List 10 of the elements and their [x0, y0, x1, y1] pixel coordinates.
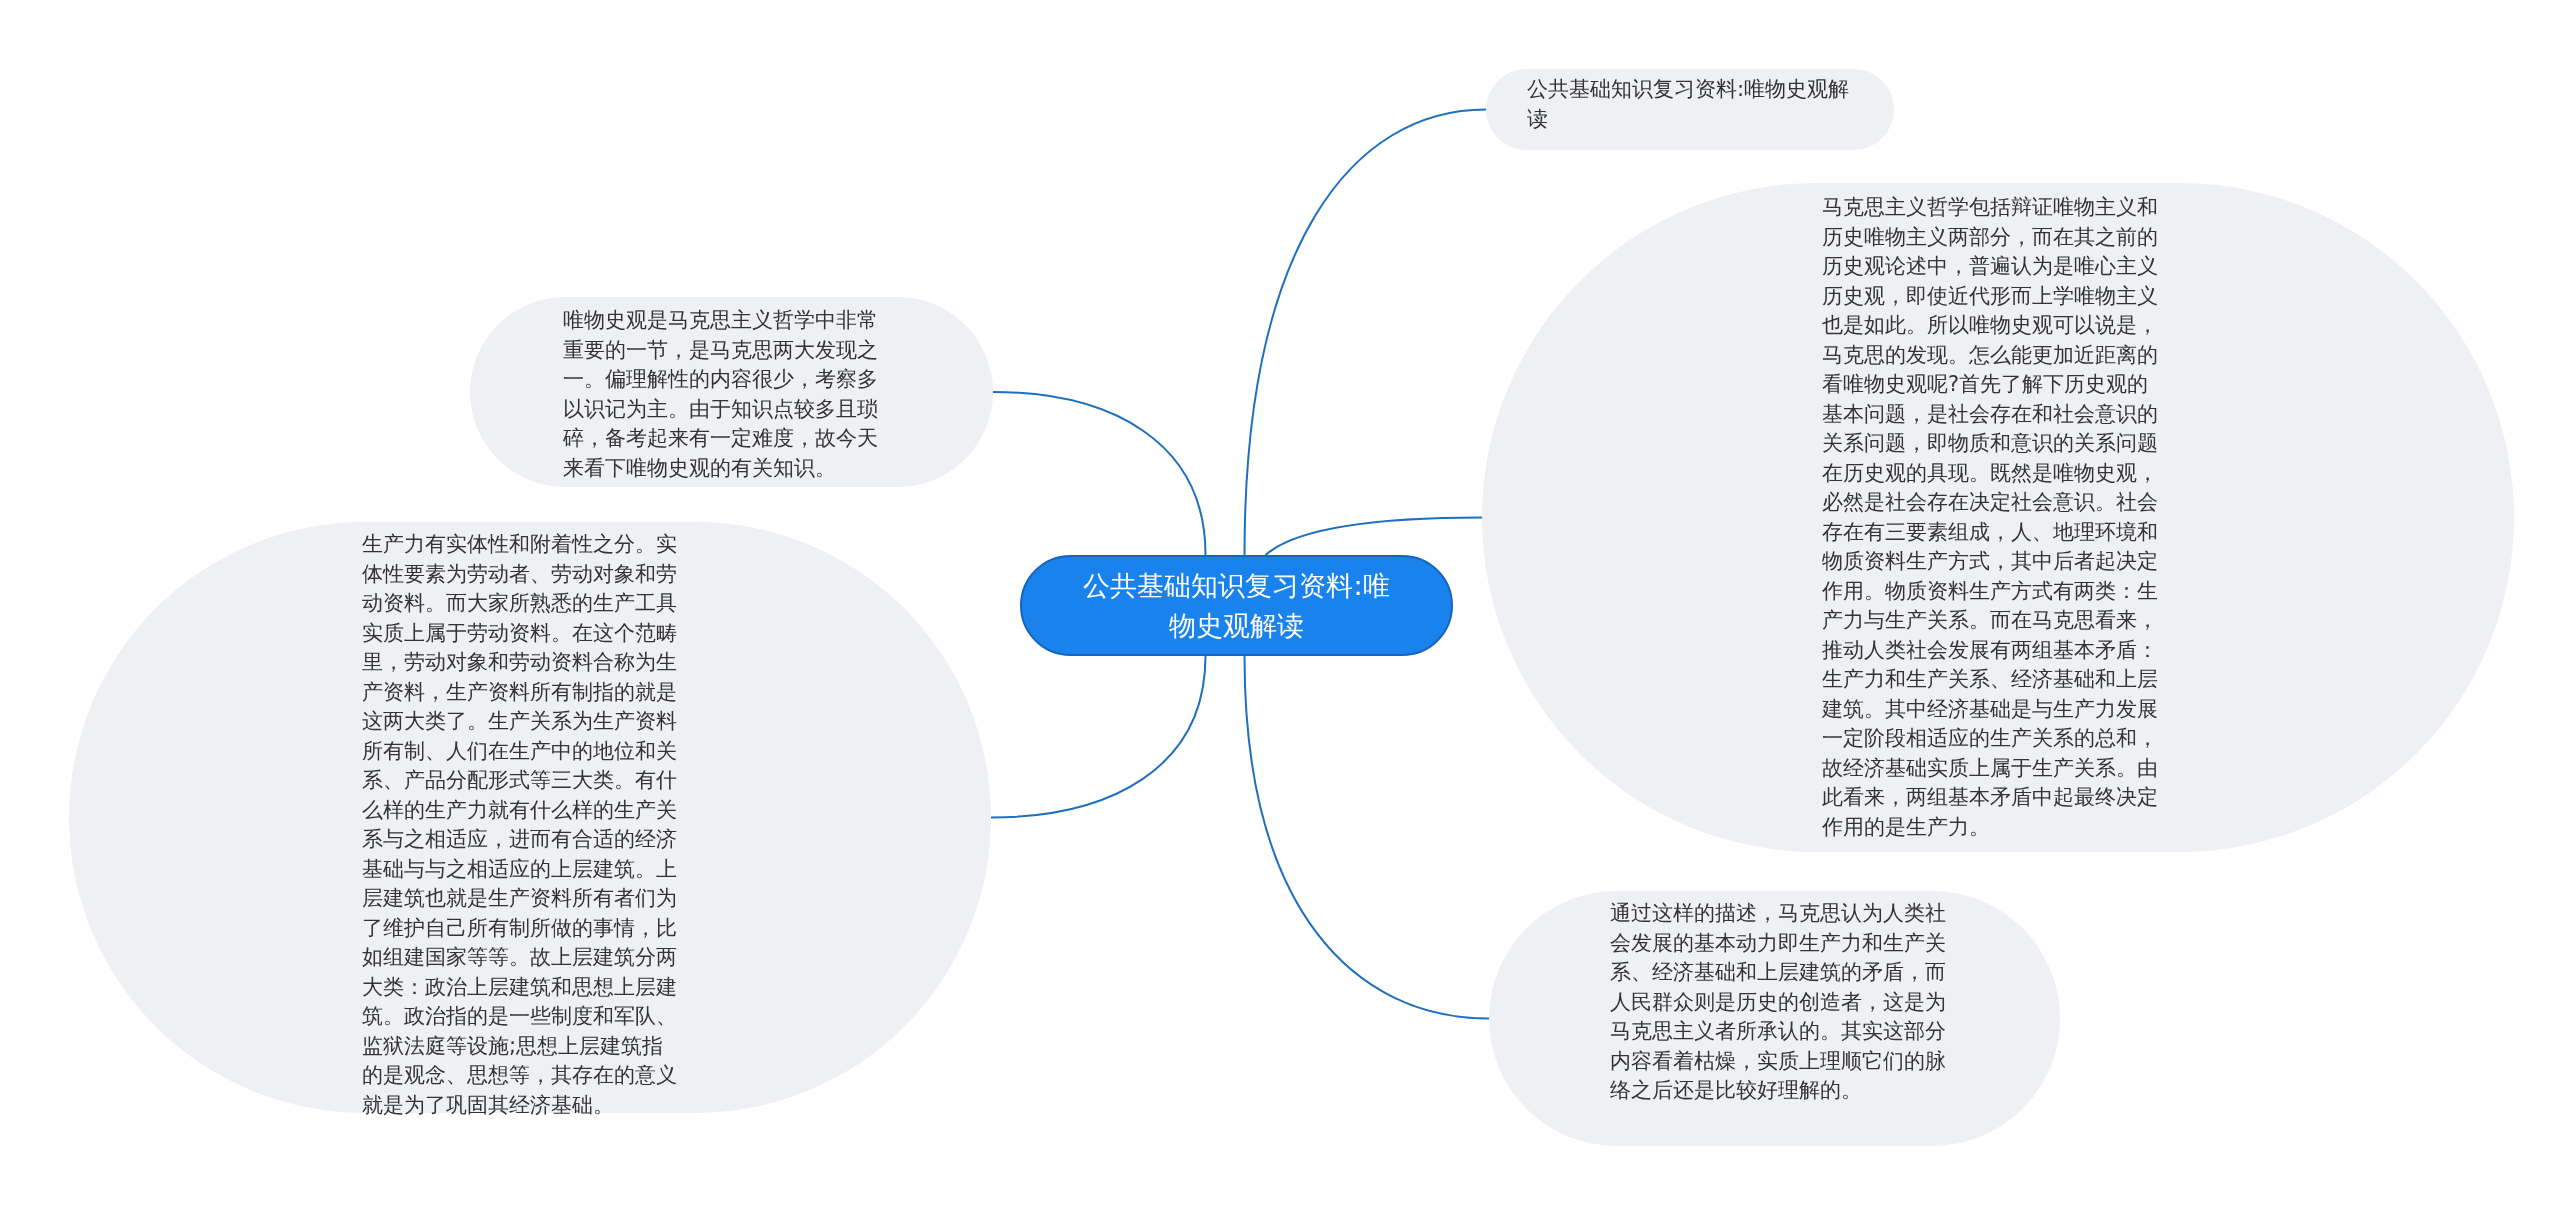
topic-bubble: 唯物史观是马克思主义哲学中非常重要的一节，是马克思两大发现之一。偏理解性的内容很少，考察多以识记为主。由于知识点较多且琐碎，备考起来有一定难度，故今天来看下唯物史观的有关知识。	[470, 297, 993, 487]
connector-line	[1243, 108, 1487, 556]
central-topic-bubble: 公共基础知识复习资料:唯物史观解读	[1020, 555, 1453, 656]
topic-bubble: 生产力有实体性和附着性之分。实体性要素为劳动者、劳动对象和劳动资料。而大家所熟悉的生产工具实质上属于劳动资料。在这个范畴里，劳动对象和劳动资料合称为生产资料，生产资料所有制指的就是这两大类了。生产关系为生产资料所有制、人们在生产中的地位和关系、产品分配形式等三大类。有什么样的生产力就有什么样的生产关系与之相适应，进而有合适的经济基础与与之相适应的上层建筑。上层建筑也就是生产资料所有者们为了维护自己所有制所做的事情，比如组建国家等等。故上层建筑分两大类：政治上层建筑和思想上层建筑。政治指的是一些制度和军队、监狱法庭等设施;思想上层建筑指的是观念、思想等，其存在的意义就是为了巩固其经济基础。	[69, 522, 991, 1113]
connector-line	[992, 391, 1207, 556]
topic-bubble: 马克思主义哲学包括辩证唯物主义和历史唯物主义两部分，而在其之前的历史观论述中，普遍认为是唯心主义历史观，即使近代形而上学唯物主义也是如此。所以唯物史观可以说是，马克思的发现。怎么能更加近距离的看唯物史观呢?首先了解下历史观的基本问题，是社会存在和社会意识的关系问题，即物质和意识的关系问题在历史观的具现。既然是唯物史观，必然是社会存在决定社会意识。社会存在有三要素组成，人、地理环境和物质资料生产方式，其中后者起决定作用。物质资料生产方式有两类：生产力与生产关系。而在马克思看来，推动人类社会发展有两组基本矛盾：生产力和生产关系、经济基础和上层建筑。其中经济基础是与生产力发展一定阶段相适应的生产关系的总和，故经济基础实质上属于生产关系。由此看来，两组基本矛盾中起最终决定作用的是生产力。	[1482, 183, 2514, 852]
topic-bubble: 公共基础知识复习资料:唯物史观解读	[1486, 69, 1894, 150]
topic-bubble: 通过这样的描述，马克思认为人类社会发展的基本动力即生产力和生产关系、经济基础和上层建筑的矛盾，而人民群众则是历史的创造者，这是为马克思主义者所承认的。其实这部分内容看着枯燥，实质上理顺它们的脉络之后还是比较好理解的。	[1489, 891, 2060, 1146]
connector-line	[1264, 516, 1483, 556]
connector-line	[1243, 655, 1490, 1020]
